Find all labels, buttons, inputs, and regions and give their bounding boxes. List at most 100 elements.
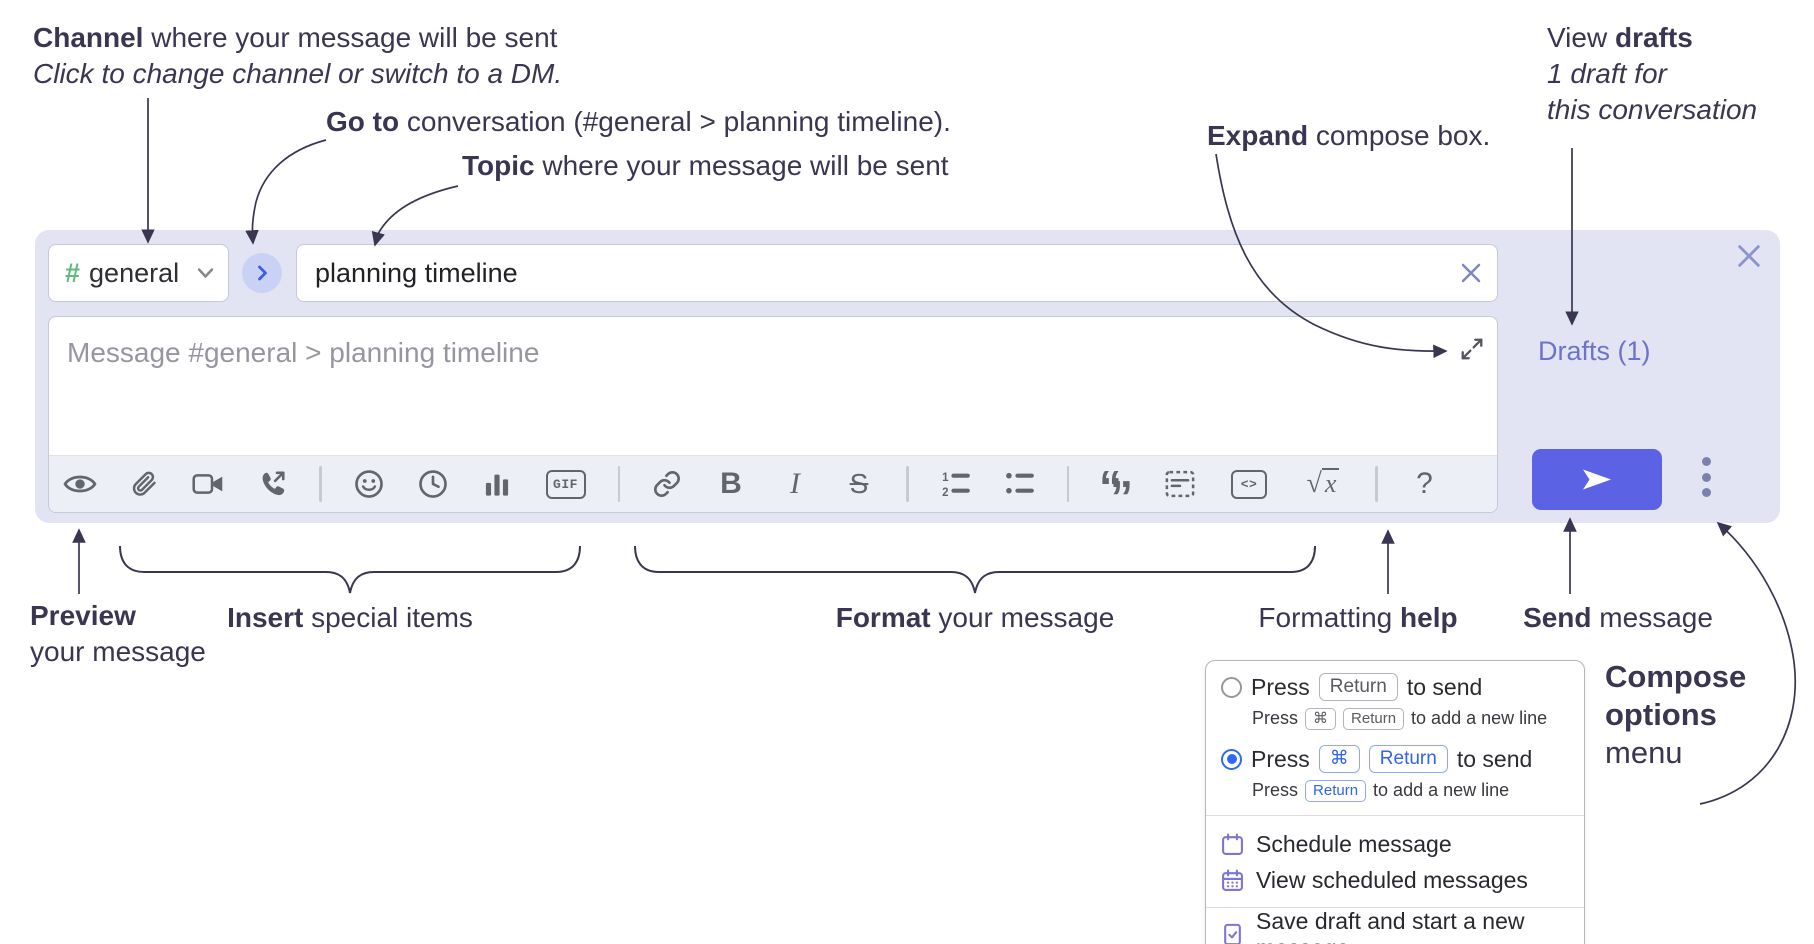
menu-item-label: Schedule message	[1256, 831, 1452, 857]
menu-item-label: Save draft and start a new message	[1256, 907, 1525, 944]
close-compose-button[interactable]	[1735, 242, 1763, 270]
toolbar-divider	[617, 466, 620, 502]
message-formatting-help-button[interactable]: ?	[1408, 467, 1442, 501]
annotation-preview: Preview your message	[30, 600, 206, 667]
preview-button[interactable]	[63, 467, 97, 501]
link-icon	[654, 471, 680, 497]
radio-unselected-icon[interactable]	[1221, 676, 1242, 698]
toolbar-divider	[319, 466, 322, 502]
message-area: GIF B I S	[48, 316, 1498, 523]
radio-selected-icon[interactable]	[1221, 748, 1242, 770]
option-text: to send	[1456, 745, 1533, 772]
annotation-expand: Expand compose box.	[1207, 120, 1491, 151]
cmd-key: ⌘	[1318, 745, 1360, 773]
compose-toolbar: GIF B I S	[49, 455, 1497, 523]
audio-call-button[interactable]	[255, 467, 289, 501]
send-on-enter-subtext: Press ⌘ Return to add a new line	[1252, 707, 1548, 730]
menu-item-label: View scheduled messages	[1256, 867, 1528, 893]
channel-selector[interactable]: # general	[48, 244, 229, 302]
drafts-link[interactable]: Drafts (1)	[1538, 336, 1651, 366]
send-on-cmd-enter-option[interactable]: Press ⌘ Return to send	[1221, 744, 1569, 774]
channel-name: general	[89, 257, 180, 288]
clear-topic-icon[interactable]	[1459, 261, 1483, 285]
annotation-view-drafts: View drafts 1 draft for this conversatio…	[1547, 22, 1758, 125]
annotation-send: Send message	[1523, 602, 1713, 633]
video-call-button[interactable]	[191, 467, 225, 501]
send-icon	[1583, 469, 1611, 490]
format-brace	[634, 545, 1316, 594]
emoji-button[interactable]	[352, 467, 386, 501]
channel-hash-icon: #	[65, 257, 81, 288]
bulleted-list-icon	[1005, 472, 1034, 494]
option-text: to send	[1406, 673, 1483, 700]
return-key: Return	[1305, 779, 1367, 802]
toolbar-divider	[1375, 466, 1378, 502]
chevron-down-icon	[197, 268, 214, 278]
expand-icon	[1461, 338, 1483, 360]
bulleted-list-button[interactable]	[1003, 467, 1037, 501]
math-button[interactable]: √x	[1301, 467, 1345, 501]
smiley-icon	[354, 470, 383, 498]
phone-outgoing-icon	[262, 471, 285, 496]
option-text: Press	[1251, 673, 1310, 700]
menu-item-save-draft[interactable]: Save draft and start a new message	[1221, 908, 1569, 944]
menu-item-view-scheduled-messages[interactable]: View scheduled messages	[1221, 864, 1569, 897]
return-key: Return	[1368, 745, 1448, 773]
connector-goto	[245, 139, 327, 245]
italic-button[interactable]: I	[778, 467, 812, 501]
quote-button[interactable]: “”	[1099, 461, 1133, 523]
bold-button[interactable]: B	[714, 467, 748, 501]
annotation-compose-options: Compose options menu	[1605, 659, 1747, 770]
cmd-key: ⌘	[1305, 707, 1337, 730]
annotation-go-to: Go to conversation (#general > planning …	[326, 106, 951, 137]
eye-icon	[63, 475, 97, 493]
video-camera-icon	[192, 474, 223, 494]
math-icon: √x	[1307, 468, 1340, 500]
code-icon: <>	[1231, 469, 1267, 499]
annotation-format: Format your message	[835, 602, 1115, 633]
chevron-right-icon	[258, 265, 267, 281]
menu-item-schedule-message[interactable]: Schedule message	[1221, 828, 1569, 861]
quote-icon: “”	[1099, 461, 1133, 523]
compose-options-menu: Press Return to send Press ⌘ Return to a…	[1205, 660, 1585, 944]
link-button[interactable]	[650, 467, 684, 501]
calendar-dots-icon	[1222, 869, 1243, 891]
send-button[interactable]	[1532, 449, 1662, 510]
expand-compose-button[interactable]	[1460, 337, 1484, 361]
global-time-button[interactable]	[416, 467, 450, 501]
paperclip-icon	[132, 471, 156, 496]
send-on-cmd-enter-subtext: Press Return to add a new line	[1252, 779, 1510, 802]
question-mark-icon: ?	[1416, 467, 1433, 500]
strikethrough-button[interactable]: S	[842, 467, 876, 501]
svg-text:2: 2	[942, 487, 948, 498]
close-icon	[1738, 245, 1760, 267]
topic-input[interactable]	[315, 257, 1459, 289]
annotation-insert: Insert special items	[227, 602, 473, 633]
annotation-topic: Topic where your message will be sent	[462, 150, 949, 181]
document-check-icon	[1224, 923, 1241, 944]
ellipsis-icon	[1701, 472, 1711, 482]
menu-divider	[1206, 815, 1584, 816]
svg-text:1: 1	[942, 472, 949, 484]
compose-box: # general	[35, 230, 1780, 523]
bar-chart-icon	[485, 474, 508, 496]
poll-button[interactable]	[480, 467, 514, 501]
gif-button[interactable]: GIF	[544, 467, 588, 501]
code-button[interactable]: <>	[1227, 467, 1271, 501]
numbered-list-button[interactable]: 1 2	[939, 467, 973, 501]
bold-icon: B	[720, 467, 742, 500]
return-key: Return	[1318, 673, 1398, 701]
compose-options-button[interactable]	[1694, 457, 1718, 497]
clock-icon	[418, 470, 447, 498]
strikethrough-icon: S	[849, 468, 869, 499]
gif-icon: GIF	[545, 469, 586, 499]
attach-file-button[interactable]	[127, 467, 161, 501]
spoiler-button[interactable]	[1163, 467, 1197, 501]
toolbar-divider	[906, 466, 909, 502]
ellipsis-icon	[1701, 457, 1711, 466]
send-on-enter-option[interactable]: Press Return to send	[1221, 672, 1569, 702]
go-to-conversation-button[interactable]	[242, 253, 282, 293]
ellipsis-icon	[1701, 488, 1711, 497]
message-input[interactable]	[49, 317, 1497, 455]
